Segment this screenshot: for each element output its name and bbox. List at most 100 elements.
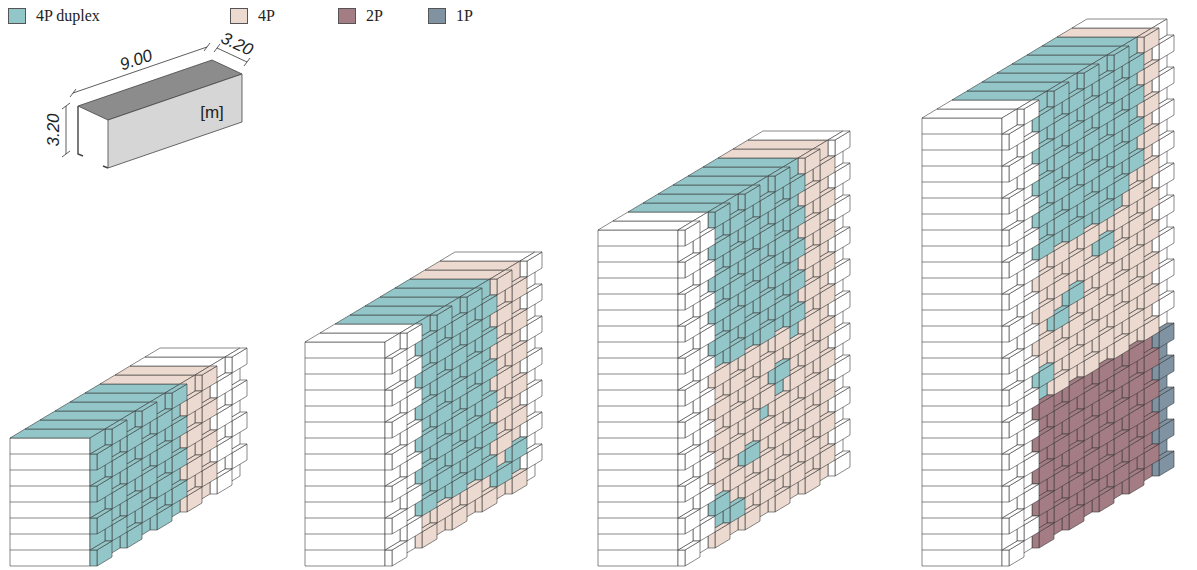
floor-line bbox=[10, 518, 90, 519]
module-side bbox=[135, 411, 142, 427]
module-side bbox=[385, 390, 392, 406]
module-roof bbox=[40, 411, 135, 420]
floor-line bbox=[305, 534, 385, 535]
module-roof bbox=[100, 375, 195, 384]
module-side bbox=[90, 486, 97, 502]
module-side bbox=[1002, 518, 1009, 534]
floor-line bbox=[922, 326, 1002, 327]
module-side bbox=[1002, 262, 1009, 278]
floor-line bbox=[922, 550, 1002, 551]
dimension-tick bbox=[204, 43, 210, 51]
legend-item: 4P bbox=[230, 7, 275, 25]
module-roof bbox=[967, 82, 1062, 91]
module-roof bbox=[410, 270, 505, 279]
module-side bbox=[430, 315, 437, 331]
floor-line bbox=[305, 438, 385, 439]
module-top bbox=[460, 288, 482, 297]
module-side bbox=[385, 422, 392, 438]
module-side bbox=[1077, 73, 1084, 89]
module-side bbox=[1002, 454, 1009, 470]
floor-line bbox=[922, 262, 1002, 263]
module-side bbox=[828, 140, 835, 156]
floor-line bbox=[10, 486, 90, 487]
module-side bbox=[1107, 55, 1114, 71]
module-roof bbox=[1057, 28, 1152, 37]
floor-line bbox=[305, 358, 385, 359]
module-roof bbox=[70, 393, 165, 402]
floor-line bbox=[922, 294, 1002, 295]
module-side bbox=[385, 486, 392, 502]
floor-line bbox=[598, 358, 678, 359]
module-side bbox=[678, 262, 685, 278]
module-side bbox=[90, 518, 97, 534]
floor-line bbox=[922, 534, 1002, 535]
module-wall-edge bbox=[78, 106, 83, 156]
module-side bbox=[1002, 550, 1009, 566]
floor-line bbox=[598, 374, 678, 375]
floor-line bbox=[922, 422, 1002, 423]
floor-line bbox=[598, 550, 678, 551]
floor-line bbox=[598, 454, 678, 455]
module-top bbox=[400, 324, 422, 333]
floor-line bbox=[305, 550, 385, 551]
module-wall-foot bbox=[103, 166, 108, 168]
module-end bbox=[1002, 109, 1017, 134]
building-block bbox=[305, 252, 542, 566]
module-side bbox=[1002, 358, 1009, 374]
module-top bbox=[1107, 46, 1129, 55]
module-roof bbox=[733, 140, 828, 149]
dimension-label: 9.00 bbox=[118, 47, 155, 74]
floor-line bbox=[305, 454, 385, 455]
floor-line bbox=[598, 310, 678, 311]
module-top bbox=[430, 306, 452, 315]
module-top bbox=[708, 203, 730, 212]
module-roof bbox=[350, 306, 445, 315]
module-top bbox=[1077, 64, 1099, 73]
dimension-label: 3.20 bbox=[45, 113, 62, 146]
floor-line bbox=[922, 502, 1002, 503]
module-side bbox=[678, 422, 685, 438]
legend-item: 1P bbox=[428, 7, 473, 25]
dimension-label: 3.20 bbox=[218, 29, 255, 58]
module-side bbox=[678, 230, 685, 246]
floor-line bbox=[922, 358, 1002, 359]
floor-line bbox=[922, 246, 1002, 247]
module-side bbox=[678, 390, 685, 406]
module-wall-face bbox=[108, 74, 242, 168]
module-side bbox=[678, 358, 685, 374]
module-top bbox=[135, 402, 157, 411]
floor-line bbox=[922, 486, 1002, 487]
building-side bbox=[922, 118, 1002, 566]
legend-label: 2P bbox=[366, 7, 383, 25]
floor-line bbox=[305, 390, 385, 391]
dimension-line bbox=[73, 47, 207, 93]
module-roof bbox=[320, 324, 415, 333]
floor-line bbox=[598, 246, 678, 247]
module-top bbox=[798, 149, 820, 158]
module-roof bbox=[598, 221, 693, 230]
floor-line bbox=[598, 326, 678, 327]
floor-line bbox=[598, 262, 678, 263]
module-side bbox=[490, 279, 497, 295]
module-side bbox=[678, 454, 685, 470]
floor-line bbox=[922, 230, 1002, 231]
floor-line bbox=[598, 534, 678, 535]
module-side bbox=[90, 550, 97, 566]
module-top bbox=[490, 270, 512, 279]
floor-line bbox=[598, 294, 678, 295]
floor-line bbox=[922, 166, 1002, 167]
floor-line bbox=[305, 406, 385, 407]
module-roof bbox=[997, 64, 1092, 73]
floor-line bbox=[305, 470, 385, 471]
floor-line bbox=[922, 150, 1002, 151]
legend-swatch bbox=[230, 8, 248, 24]
module-side bbox=[385, 550, 392, 566]
module-roof bbox=[628, 203, 723, 212]
module-side bbox=[1017, 109, 1024, 125]
floor-line bbox=[598, 438, 678, 439]
module-side bbox=[90, 454, 97, 470]
floor-line bbox=[922, 406, 1002, 407]
floor-line bbox=[922, 390, 1002, 391]
